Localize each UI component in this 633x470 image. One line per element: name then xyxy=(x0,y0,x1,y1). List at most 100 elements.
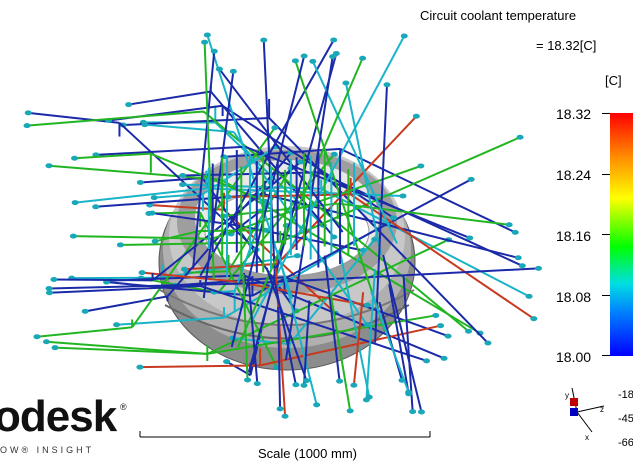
brand-registered-mark: ® xyxy=(120,402,127,412)
legend-tick xyxy=(602,295,610,296)
pipe-inlet-fitting xyxy=(220,213,227,218)
svg-text:z: z xyxy=(600,405,604,414)
pipe-inlet-fitting xyxy=(141,122,148,127)
pipe-inlet-fitting xyxy=(432,313,439,318)
pipe-inlet-fitting xyxy=(515,255,522,260)
pipe-inlet-fitting xyxy=(401,33,408,38)
coolant-pipe xyxy=(85,296,167,311)
pipe-inlet-fitting xyxy=(466,235,473,240)
pipe-inlet-fitting xyxy=(223,359,230,364)
pipe-inlet-fitting xyxy=(535,266,542,271)
legend-tick-label: 18.32 xyxy=(556,106,591,122)
pipe-inlet-fitting xyxy=(43,339,50,344)
pipe-inlet-fitting xyxy=(445,334,452,339)
pipe-inlet-fitting xyxy=(136,365,143,370)
pipe-inlet-fitting xyxy=(336,379,343,384)
pipe-inlet-fitting xyxy=(179,182,186,187)
legend-tick-label: 18.00 xyxy=(556,349,591,365)
pipe-inlet-fitting xyxy=(417,164,424,169)
legend-tick xyxy=(602,113,610,114)
result-value: = 18.32[C] xyxy=(536,38,596,53)
scale-bar xyxy=(140,431,430,437)
pipe-inlet-fitting xyxy=(152,239,159,244)
pipe-inlet-fitting xyxy=(92,204,99,209)
pipe-inlet-fitting xyxy=(179,173,186,178)
pipe-inlet-fitting xyxy=(526,294,533,299)
pipe-inlet-fitting xyxy=(364,322,371,327)
pipe-inlet-fitting xyxy=(211,49,218,54)
pipe-inlet-fitting xyxy=(313,402,320,407)
legend-tick xyxy=(602,355,610,356)
pipe-inlet-fitting xyxy=(301,53,308,58)
coolant-pipe xyxy=(140,365,260,367)
pipe-inlet-fitting xyxy=(292,58,299,63)
pipe-inlet-fitting xyxy=(260,38,267,43)
coolant-pipe xyxy=(37,327,132,336)
pipe-inlet-fitting xyxy=(309,59,316,64)
legend-tick-label: 18.16 xyxy=(556,228,591,244)
pipe-inlet-fitting xyxy=(350,383,357,388)
axis-coordinate-label: -18 xyxy=(618,389,633,401)
pipe-inlet-fitting xyxy=(330,37,337,42)
legend-tick xyxy=(602,174,610,175)
coolant-pipe xyxy=(129,91,211,104)
pipe-inlet-fitting xyxy=(181,267,188,272)
pipe-inlet-fitting xyxy=(70,234,77,239)
pipe-inlet-fitting xyxy=(139,270,146,275)
pipe-inlet-fitting xyxy=(24,123,31,128)
scale-label: Scale (1000 mm) xyxy=(258,446,357,461)
pipe-inlet-fitting xyxy=(484,341,491,346)
pipe-inlet-fitting xyxy=(468,177,475,182)
pipe-inlet-fitting xyxy=(282,414,289,419)
pipe-inlet-fitting xyxy=(329,54,336,59)
legend-unit: [C] xyxy=(605,73,622,88)
axis-coordinate-label: -66 xyxy=(618,437,633,449)
pipe-inlet-fitting xyxy=(530,316,537,321)
coolant-pipe xyxy=(54,280,153,281)
pipe-inlet-fitting xyxy=(46,286,53,291)
pipe-inlet-fitting xyxy=(204,33,211,38)
pipe-inlet-fitting xyxy=(244,378,251,383)
brand-logo: odesk xyxy=(0,392,116,442)
pipe-inlet-fitting xyxy=(517,135,524,140)
coolant-pipe xyxy=(27,111,204,125)
pipe-inlet-fitting xyxy=(254,381,261,386)
pipe-inlet-fitting xyxy=(418,409,425,414)
pipe-inlet-fitting xyxy=(423,358,430,363)
pipe-inlet-fitting xyxy=(230,69,237,74)
pipe-inlet-fitting xyxy=(125,102,132,107)
pipe-inlet-fitting xyxy=(113,322,120,327)
pipe-inlet-fitting xyxy=(300,383,307,388)
pipe-inlet-fitting xyxy=(271,125,278,130)
axis-triad: y z x xyxy=(565,388,604,442)
legend-tick-label: 18.08 xyxy=(556,289,591,305)
temperature-colorbar xyxy=(610,113,633,356)
pipe-inlet-fitting xyxy=(512,230,519,235)
pipe-inlet-fitting xyxy=(413,114,420,119)
pipe-inlet-fitting xyxy=(506,222,513,227)
pipe-inlet-fitting xyxy=(303,378,310,383)
pipe-inlet-fitting xyxy=(82,309,89,314)
pipe-inlet-fitting xyxy=(292,382,299,387)
pipe-inlet-fitting xyxy=(366,395,373,400)
pipe-inlet-fitting xyxy=(399,193,406,198)
axis-coordinate-label: -45 xyxy=(618,413,633,425)
pipe-inlet-fitting xyxy=(201,40,208,45)
pipe-inlet-fitting xyxy=(437,323,444,328)
pipe-inlet-fitting xyxy=(519,263,526,268)
svg-text:x: x xyxy=(585,433,589,442)
pipe-inlet-fitting xyxy=(137,180,144,185)
pipe-inlet-fitting xyxy=(149,211,156,216)
pipe-inlet-fitting xyxy=(52,345,59,350)
pipe-inlet-fitting xyxy=(72,200,79,205)
pipe-inlet-fitting xyxy=(441,356,448,361)
svg-text:y: y xyxy=(565,391,569,400)
pipe-inlet-fitting xyxy=(331,152,338,157)
pipe-inlet-fitting xyxy=(216,67,223,72)
pipe-inlet-fitting xyxy=(151,195,158,200)
pipe-inlet-fitting xyxy=(359,56,366,61)
pipe-inlet-fitting xyxy=(383,82,390,87)
pipe-inlet-fitting xyxy=(277,406,284,411)
pipe-inlet-fitting xyxy=(409,409,416,414)
pipe-inlet-fitting xyxy=(50,277,57,282)
